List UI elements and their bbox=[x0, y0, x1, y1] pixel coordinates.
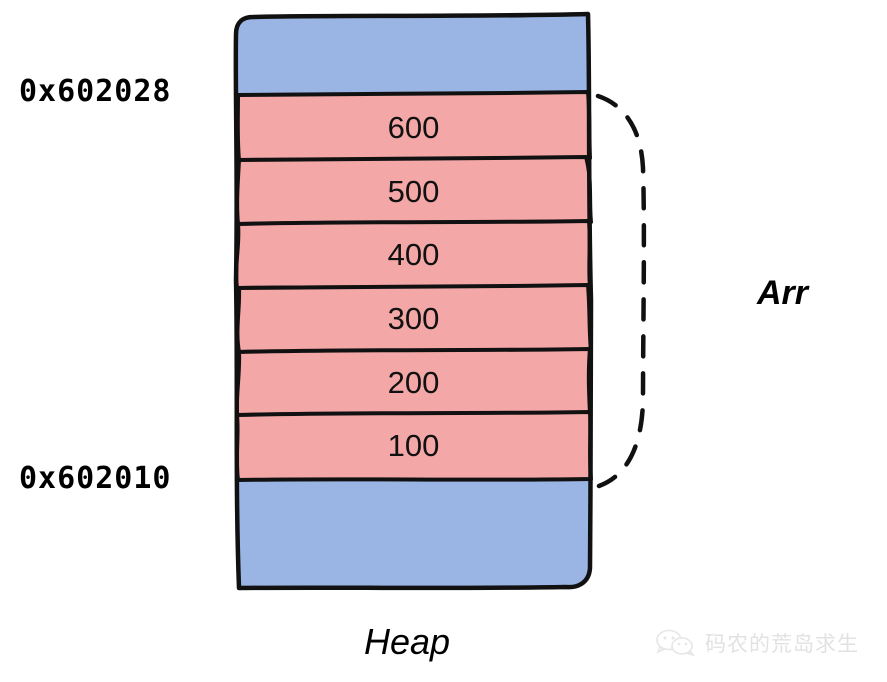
heap-container-outline bbox=[233, 11, 594, 591]
heap-free-region-top bbox=[236, 15, 590, 95]
heap-caption-label: Heap bbox=[364, 621, 451, 662]
array-cell-value: 300 bbox=[387, 301, 440, 336]
array-cell-value: 100 bbox=[387, 428, 440, 463]
watermark-text: 码农的荒岛求生 bbox=[705, 633, 859, 656]
address-label-bottom: 0x602010 bbox=[19, 461, 172, 496]
array-cell-value: 400 bbox=[387, 237, 440, 272]
array-cell-value: 500 bbox=[387, 174, 440, 209]
array-cell-value: 600 bbox=[387, 110, 440, 145]
array-span-brace bbox=[595, 93, 647, 489]
array-cell-value: 200 bbox=[387, 365, 440, 400]
watermark: 码农的荒岛求生 bbox=[655, 628, 859, 658]
heap-free-region-bottom bbox=[237, 478, 591, 588]
address-label-top: 0x602028 bbox=[19, 74, 172, 109]
wechat-icon bbox=[656, 629, 696, 657]
array-pointer-label: Arr bbox=[757, 274, 809, 312]
array-cells bbox=[234, 90, 593, 482]
